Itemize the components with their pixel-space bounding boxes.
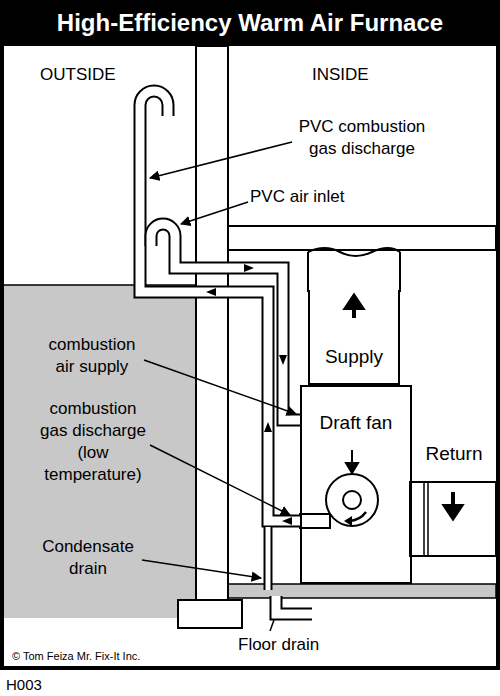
part-label: combustion gas discharge (low temperatur… — [36, 398, 150, 486]
node-label: Draft fan — [320, 411, 393, 435]
leader-line — [181, 202, 248, 224]
part-label: PVC air inlet — [250, 186, 344, 208]
flow-arrow — [244, 264, 254, 272]
leader-line — [150, 445, 290, 515]
leader-line — [270, 620, 274, 631]
node-label: Supply — [325, 345, 383, 369]
floor-drain-pipe — [276, 596, 312, 614]
condensate-drain-pipe — [264, 527, 273, 590]
condensate-drain-pipe — [266, 527, 271, 590]
region-label: INSIDE — [312, 64, 369, 86]
leader-line — [144, 360, 296, 414]
pointer-arrow — [346, 450, 358, 473]
supply-duct: Supply — [308, 290, 400, 385]
part-label: Condensate drain — [36, 536, 140, 580]
floor-drain-pipe — [276, 596, 312, 614]
exhaust-pipe — [140, 91, 300, 521]
intake-pipe — [151, 224, 300, 420]
flow-arrow — [279, 355, 287, 365]
floor-joist — [228, 226, 496, 250]
leader-line — [150, 142, 292, 178]
footing — [178, 600, 242, 628]
supply-duct-side — [399, 252, 401, 292]
flow-arrow — [206, 288, 216, 296]
return-duct — [410, 482, 496, 556]
part-label: PVC combustion gas discharge — [292, 116, 432, 160]
fan-hub — [343, 491, 361, 509]
leader-line — [142, 560, 261, 578]
furnace-cabinet: Draft fan — [300, 385, 412, 584]
title-bar — [0, 0, 500, 46]
exhaust-pipe — [140, 91, 300, 521]
foundation-wall — [196, 46, 228, 602]
fan-outlet — [300, 514, 330, 528]
duct-collar — [423, 482, 425, 556]
outside-ground — [4, 285, 196, 618]
draft-fan-housing — [326, 474, 378, 526]
figure-number: H003 — [6, 675, 42, 695]
intake-pipe — [151, 224, 300, 420]
supply-duct-side — [307, 252, 309, 292]
part-label: Floor drain — [238, 634, 319, 656]
return-duct: Return — [412, 440, 496, 480]
fan-rotation-arrow — [344, 516, 352, 526]
fan-rotation-arrow — [350, 512, 366, 521]
duct-collar — [427, 482, 429, 556]
copyright-note: © Tom Feiza Mr. Fix-It Inc. — [12, 649, 140, 663]
supply-duct-top — [308, 248, 400, 256]
frame — [2, 2, 498, 668]
airflow-arrow — [445, 492, 461, 518]
node-label: Return — [425, 442, 482, 466]
part-label: combustion air supply — [40, 334, 144, 378]
flow-arrow — [264, 422, 272, 432]
title-text: High-Efficiency Warm Air Furnace — [0, 7, 500, 38]
flow-arrow — [282, 517, 292, 525]
region-label: OUTSIDE — [40, 64, 116, 86]
airflow-arrow — [346, 296, 362, 318]
